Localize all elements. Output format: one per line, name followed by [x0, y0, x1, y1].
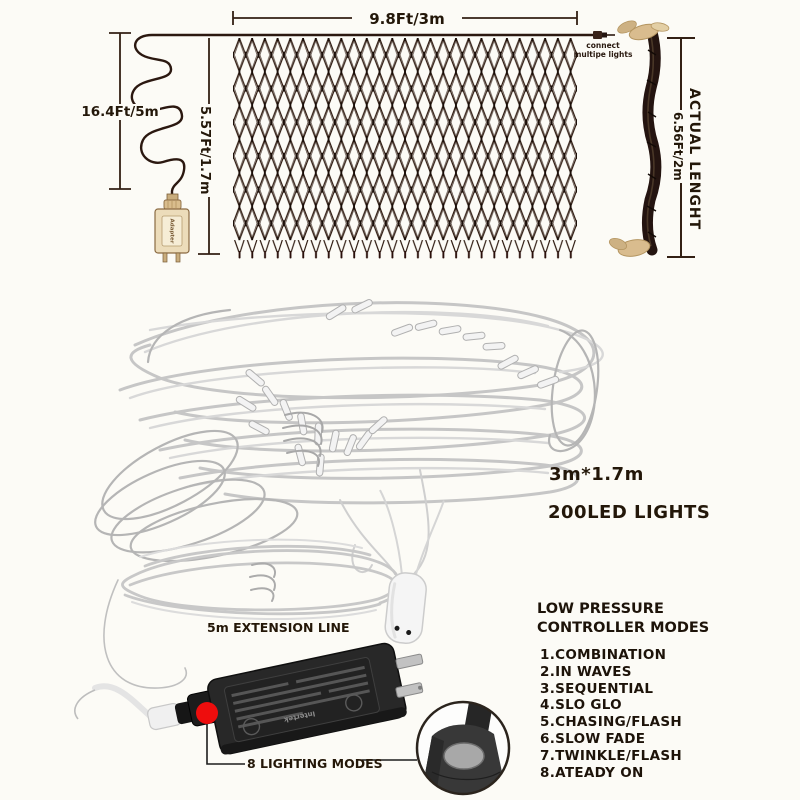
adapter-label-text: Adapter — [169, 219, 175, 244]
mode-item-6: 6.SLOW FADE — [540, 730, 646, 747]
extension-tie — [249, 562, 276, 602]
width-dimension-label: 9.8Ft/3m — [352, 10, 462, 28]
bundle-tie-bottom — [608, 237, 651, 257]
extension-connector — [379, 489, 445, 644]
net-size-label: 3m*1.7m — [549, 464, 644, 485]
mode-item-4: 4.SLO GLO — [540, 697, 622, 714]
bundle-tie-top — [617, 20, 670, 41]
controller-mode-list: 1.COMBINATION 2.IN WAVES 3.SEQUENTIAL 4.… — [540, 647, 682, 781]
adapter-label-lines — [231, 665, 370, 729]
extension-line-photo — [103, 489, 445, 689]
mode-item-8: 8.ATEADY ON — [540, 764, 644, 781]
net-height-label: 5.57Ft/1.7m — [197, 104, 212, 197]
bundled-lights-photo — [94, 299, 604, 575]
bundle-wrap-tie — [282, 411, 324, 467]
mode-item-2: 2.IN WAVES — [540, 663, 632, 680]
mode-button-indicator-dot — [196, 702, 218, 724]
bundled-net — [608, 20, 670, 257]
lead-wire — [130, 33, 595, 198]
net-mesh — [233, 38, 577, 259]
power-adapter-photo: Intertek — [74, 642, 511, 796]
controller-modes-title: LOW PRESSURE CONTROLLER MODES — [537, 600, 709, 637]
extension-line-label: 5m EXTENSION LINE — [207, 620, 350, 635]
mode-item-5: 5.CHASING/FLASH — [540, 714, 683, 731]
actual-length-label: ACTUAL LENGHT — [686, 88, 702, 231]
dangling-wires — [339, 469, 430, 575]
led-count-label: 200LED LIGHTS — [548, 502, 711, 523]
actual-length-value: 6.56Ft/2m — [671, 110, 685, 183]
magnifier-detail — [415, 700, 511, 796]
bulb-cluster — [235, 299, 560, 477]
connect-note-line1: connect — [586, 41, 620, 50]
mode-item-1: 1.COMBINATION — [540, 647, 667, 663]
lighting-modes-label: 8 LIGHTING MODES — [247, 756, 383, 771]
mode-item-3: 3.SEQUENTIAL — [540, 680, 654, 697]
mode-item-7: 7.TWINKLE/FLASH — [540, 747, 682, 764]
connect-note: connect multipe lights — [570, 41, 636, 59]
connector-plug-icon — [593, 31, 615, 39]
controller-title-line2: CONTROLLER MODES — [537, 619, 710, 636]
lead-wire-length-label: 16.4Ft/5m — [80, 104, 160, 120]
connect-note-line2: multipe lights — [573, 49, 633, 59]
adapter-prongs — [395, 653, 424, 698]
diagram-adapter: Adapter — [154, 193, 190, 263]
controller-title-line1: LOW PRESSURE — [537, 601, 664, 617]
